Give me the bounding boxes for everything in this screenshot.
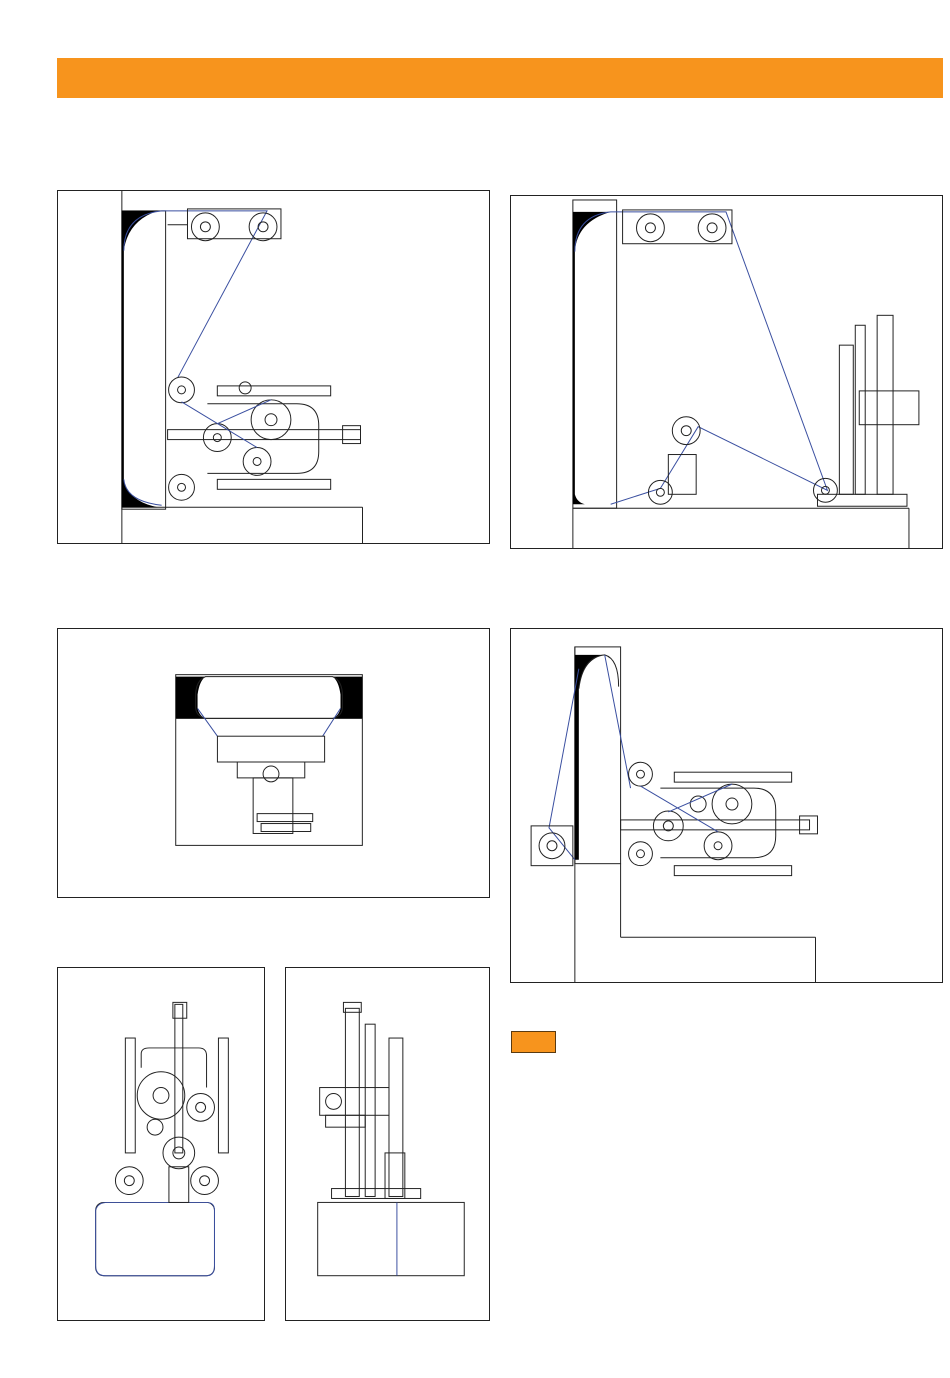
wire-saw-pulley-arrangement-drawing-icon [511,629,942,982]
wire-saw-front-view-drawing-icon [58,968,264,1320]
wire-saw-profile-view-drawing-icon [286,968,489,1320]
section-header-bar [57,58,943,98]
figure-panel-side-view-a [57,190,490,544]
figure-panel-perspective-view [510,195,943,549]
note-tag [511,1031,556,1053]
wire-saw-side-view-drawing-icon [58,191,489,543]
wire-saw-perspective-drawing-icon [511,196,942,548]
wire-saw-top-view-drawing-icon [58,629,489,897]
figure-panel-top-view [57,628,490,898]
figure-panel-front-view [57,967,265,1321]
figure-panel-side-view-b [510,628,943,983]
figure-panel-profile-view [285,967,490,1321]
